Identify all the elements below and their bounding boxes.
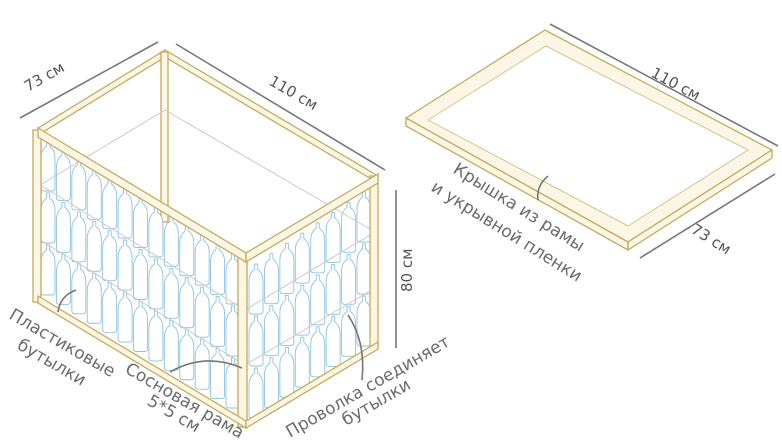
bottle-icon bbox=[279, 294, 295, 346]
bottle-icon bbox=[71, 159, 87, 211]
bottle-icon bbox=[325, 212, 341, 264]
bottles-right-face bbox=[248, 191, 372, 419]
bottle-icon bbox=[86, 168, 102, 220]
lid-width-label: 73 см bbox=[688, 220, 734, 258]
bottle-icon bbox=[279, 346, 295, 398]
bottle-icon bbox=[71, 263, 87, 315]
box-length-label: 110 см bbox=[266, 72, 321, 114]
bottle-icon bbox=[55, 201, 71, 253]
bottle-icon bbox=[102, 230, 118, 282]
bottle-icon bbox=[148, 258, 164, 310]
bottle-icon bbox=[263, 305, 279, 357]
bottle-icon bbox=[71, 211, 87, 263]
bottle-icon bbox=[310, 326, 326, 378]
bottle-icon bbox=[55, 149, 71, 201]
bottle-icon bbox=[263, 253, 279, 305]
bottle-icon bbox=[102, 178, 118, 230]
bottle-icon bbox=[194, 286, 210, 338]
bottle-icon bbox=[179, 225, 195, 277]
box-front-frame bbox=[32, 126, 379, 430]
bottle-icon bbox=[117, 239, 133, 291]
wires bbox=[39, 109, 376, 366]
bottle-icon bbox=[86, 220, 102, 272]
bottle-icon bbox=[133, 301, 148, 352]
bottle-icon bbox=[356, 191, 372, 243]
bottle-icon bbox=[179, 277, 195, 329]
bottle-icon bbox=[117, 187, 133, 239]
bottle-icon bbox=[248, 367, 264, 419]
bottle-icon bbox=[341, 305, 357, 357]
box-height-label: 80 см bbox=[398, 249, 416, 292]
bottle-icon bbox=[341, 253, 357, 305]
bottle-icon bbox=[55, 253, 71, 305]
bottle-icon bbox=[148, 206, 164, 258]
bottle-icon bbox=[148, 310, 164, 362]
lid: 110 см 73 см Крышка из рамы и укрывной п… bbox=[404, 23, 779, 286]
bottle-icon bbox=[248, 315, 264, 367]
bottle-icon bbox=[294, 336, 310, 388]
bottle-icon bbox=[279, 242, 295, 294]
bottle-icon bbox=[263, 357, 279, 409]
bottle-icon bbox=[163, 267, 179, 319]
bottles-left-face bbox=[40, 140, 241, 409]
box-width-label: 73 см bbox=[21, 58, 68, 95]
bottle-icon bbox=[102, 282, 118, 334]
bottle-icon bbox=[194, 234, 210, 286]
bottle-icon bbox=[356, 243, 372, 295]
bottle-icon bbox=[163, 319, 179, 371]
bottle-icon bbox=[310, 274, 326, 326]
bottle-icon bbox=[179, 329, 195, 381]
bottle-icon bbox=[325, 264, 341, 316]
bottle-icon bbox=[40, 244, 56, 296]
bottle-icon bbox=[117, 291, 133, 343]
bottle-icon bbox=[325, 316, 341, 368]
bottle-icon bbox=[310, 222, 326, 274]
bottle-icon bbox=[133, 197, 148, 248]
box-back-frame bbox=[36, 49, 380, 223]
bottle-icon bbox=[210, 296, 226, 348]
bottle-icon bbox=[40, 192, 56, 244]
bottle-icon bbox=[163, 215, 179, 267]
bottle-icon bbox=[294, 232, 310, 284]
bottle-icon bbox=[194, 338, 210, 390]
bottle-icon bbox=[210, 244, 226, 296]
bottle-icon bbox=[294, 284, 310, 336]
bottle-icon bbox=[86, 272, 102, 324]
bottle-icon bbox=[133, 249, 148, 300]
bottle-icon bbox=[210, 348, 226, 400]
